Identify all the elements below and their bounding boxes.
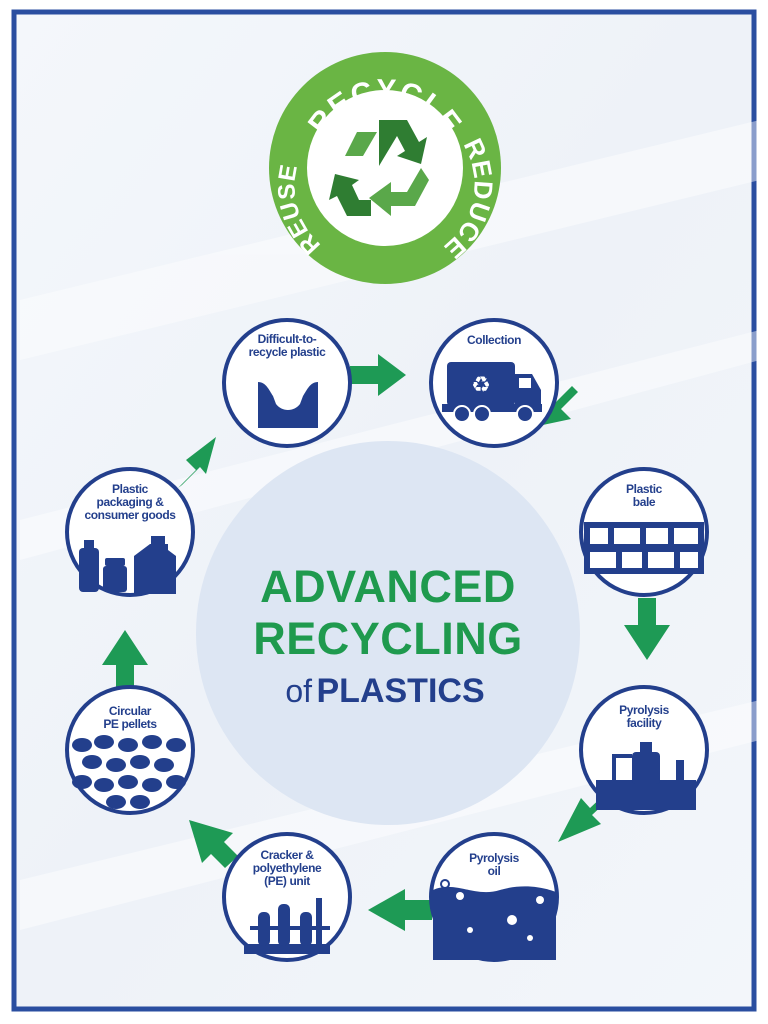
center-circle	[196, 441, 580, 825]
step-8-label-line3: consumer goods	[84, 508, 176, 522]
step-7-label-line2: PE pellets	[103, 717, 157, 731]
arrow-1-to-2	[350, 354, 406, 396]
recycling-truck-icon: ♻	[442, 362, 542, 423]
step-5-label: Pyrolysis oil	[469, 852, 519, 878]
plastic-bale-icon	[584, 522, 704, 574]
step-5-label-line1: Pyrolysis	[469, 851, 519, 865]
step-3-label-line1: Plastic	[626, 482, 662, 496]
step-1-label: Difficult-to- recycle plastic	[249, 333, 326, 359]
step-2-label: Collection	[467, 334, 521, 347]
arrow-6-to-7	[189, 820, 238, 868]
step-1-label-line1: Difficult-to-	[257, 332, 317, 346]
arrow-5-to-6	[368, 889, 432, 931]
arrow-4-to-5	[558, 795, 606, 842]
arrow-8-to-1	[178, 437, 216, 488]
title-line-of-plastics: of PLASTICS	[285, 672, 484, 711]
step-collection: ♻	[429, 318, 559, 448]
step-4-label: Pyrolysis facility	[619, 704, 669, 730]
step-plastic-packaging	[65, 467, 195, 597]
recycle-badge: RECYCLE REDUCE REUSE	[269, 52, 501, 284]
step-3-label: Plastic bale	[626, 483, 662, 509]
recycle-arrows-icon	[329, 120, 429, 216]
step-6-label: Cracker & polyethylene (PE) unit	[253, 849, 322, 888]
step-7-label-line1: Circular	[108, 704, 152, 718]
step-1-label-line2: recycle plastic	[248, 345, 326, 359]
pyrolysis-facility-icon	[596, 742, 696, 810]
svg-text:♻: ♻	[471, 373, 491, 398]
cracker-unit-icon	[244, 898, 330, 954]
step-pyrolysis-oil	[429, 832, 559, 962]
step-pyrolysis-facility	[579, 685, 709, 815]
step-6-label-line3: (PE) unit	[264, 874, 310, 888]
step-8-label-line1: Plastic	[112, 482, 148, 496]
step-2-label-line1: Collection	[466, 333, 522, 347]
step-cracker-unit	[222, 832, 352, 962]
plastic-bag-icon	[258, 382, 318, 428]
bottles-icon	[79, 536, 176, 594]
step-pe-pellets	[65, 685, 195, 815]
title-line-recycling: RECYCLING	[253, 613, 523, 664]
step-6-label-line1: Cracker &	[260, 848, 314, 862]
step-3-label-line2: bale	[632, 495, 656, 509]
title-of: of	[285, 673, 313, 709]
step-5-label-line2: oil	[487, 864, 501, 878]
step-4-label-line2: facility	[626, 716, 662, 730]
pe-pellets-icon	[72, 735, 186, 809]
step-7-label: Circular PE pellets	[103, 704, 157, 731]
arrow-7-to-8	[102, 630, 148, 690]
step-difficult-plastic	[222, 318, 352, 448]
step-8-label-line2: packaging &	[96, 495, 164, 509]
title-plastics: PLASTICS	[316, 672, 485, 710]
step-8-label: Plastic packaging & consumer goods	[84, 483, 175, 522]
step-4-label-line1: Pyrolysis	[619, 703, 669, 717]
arrow-3-to-4	[624, 598, 670, 660]
title-line-advanced: ADVANCED	[260, 561, 516, 612]
step-6-label-line2: polyethylene	[252, 861, 322, 875]
oil-drops-icon	[433, 879, 556, 960]
step-plastic-bale	[579, 467, 709, 597]
